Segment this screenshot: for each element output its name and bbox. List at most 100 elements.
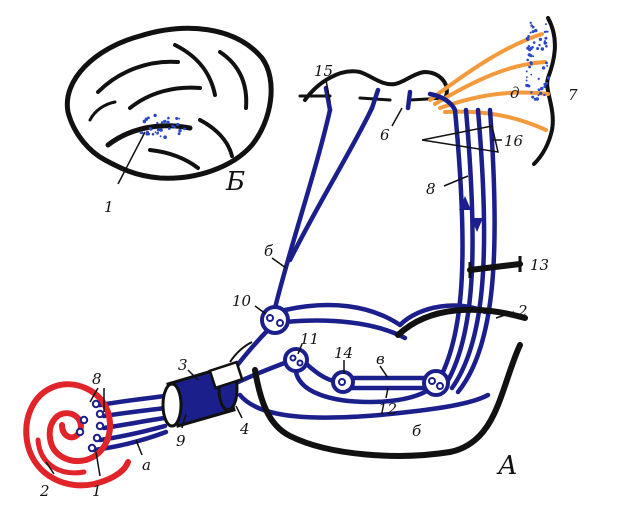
cortex-segment-dot (531, 46, 534, 49)
cortex-segment-dot (526, 58, 529, 62)
cortex-segment-dot (543, 93, 546, 97)
cortex-dot (154, 131, 157, 134)
label-13: 13 (530, 256, 549, 274)
lemniscus-left (272, 107, 333, 311)
ganglion-cell (92, 433, 102, 443)
cortex-segment-dot (543, 85, 547, 88)
brain-gyrus-6 (148, 148, 200, 170)
cortex-segment-dot (531, 95, 535, 99)
leader-6 (391, 107, 403, 127)
cortex-segment-dot (544, 23, 547, 26)
cortex-dot (151, 132, 155, 136)
leader-8-right (443, 175, 469, 187)
leader-b-left (271, 257, 287, 269)
upper-arc (282, 302, 488, 328)
cortex-dot (175, 117, 179, 120)
top-structure-outline (303, 69, 449, 102)
cortex-segment-dot (543, 40, 547, 43)
path-11-lower (293, 369, 435, 405)
orange-fiber-2 (433, 60, 547, 106)
cortex-segment-dot (545, 81, 549, 85)
label-b-bottom: б (412, 422, 422, 440)
cortex-segment-dot (537, 94, 540, 97)
brain-gyrus-7 (88, 100, 117, 122)
arrow-down (471, 218, 483, 232)
cortex-segment-dot (545, 30, 548, 33)
cortex-segment-dot (544, 36, 548, 40)
cortex-dot (153, 113, 157, 118)
cortex-segment-dot (525, 79, 528, 82)
leader-9 (181, 413, 187, 429)
cortex-dot (164, 136, 167, 139)
cortex-segment-dot (527, 84, 531, 88)
cortex-segment-dot (528, 53, 531, 57)
ganglion-cell (95, 409, 105, 419)
leader-lines (45, 79, 515, 477)
brainstem-upper-outline (395, 306, 528, 338)
ascending-fiber-1 (437, 107, 465, 381)
label-16: 16 (504, 132, 524, 150)
cortex-dot (178, 129, 182, 133)
nerve-fiber-1 (97, 393, 168, 408)
cortex-segment-dot (527, 45, 531, 48)
cochlea-spiral (23, 381, 131, 489)
cortex-segment-dot (526, 76, 528, 79)
cortex-segment-dot (539, 91, 543, 95)
thin-connector (229, 341, 253, 363)
nerve-fiber-2 (101, 405, 168, 419)
label-4: 4 (239, 420, 250, 438)
cortex-dot (183, 127, 186, 131)
cortex-dot (171, 124, 174, 128)
cortex-dot (147, 132, 150, 136)
leader-4 (235, 405, 243, 419)
label-14: 14 (334, 344, 353, 362)
cortex-segment-dot (543, 30, 547, 34)
cortex-segment-dot (530, 73, 533, 76)
nucleus-14 (331, 370, 355, 394)
top-fiber-15 (323, 85, 333, 113)
brain-outline (64, 25, 274, 181)
brain-gyrus-3 (173, 43, 217, 97)
ascending-fiber-2 (443, 107, 475, 387)
leader-16 (421, 125, 499, 153)
cortex-segment-dots (525, 21, 551, 101)
leader-1 (95, 451, 101, 477)
cortex-segment-dot (545, 61, 548, 65)
cortex-dot (176, 122, 180, 127)
ganglion-cell (79, 415, 89, 425)
leader-11 (297, 343, 303, 355)
ganglion-cell (75, 427, 85, 437)
orange-fiber-3 (438, 90, 550, 110)
label-9: 9 (176, 432, 186, 450)
label-d: д (510, 84, 520, 102)
top-fiber-a (369, 87, 381, 111)
cortex-dot (163, 119, 167, 123)
nucleus-cells (266, 314, 444, 390)
cortex-segment-dot (530, 24, 533, 27)
cortex-segment-dot (529, 21, 532, 24)
cortex-dot (166, 120, 170, 125)
cochlea-spiral-inner (35, 437, 87, 476)
cortex-segment-dot (528, 65, 531, 69)
label-6: 6 (380, 126, 390, 144)
cortex-segment-dot (546, 76, 551, 80)
cylinder-front-face (161, 382, 183, 428)
top-fiber-c (427, 91, 458, 113)
ganglion-cell (87, 443, 97, 453)
cortex-dot (141, 131, 144, 135)
cortex-segment-dot (534, 28, 538, 33)
cell (338, 378, 346, 386)
cell (289, 354, 297, 362)
label-10: 10 (232, 292, 252, 310)
leader-a (135, 439, 143, 456)
brain-figure (64, 25, 274, 181)
cortex-segment-dot (529, 31, 532, 34)
cylinder-band (208, 360, 244, 390)
cortex-dot (156, 128, 160, 132)
lower-path-b (237, 392, 491, 420)
label-1: 1 (92, 482, 102, 500)
ganglion-cell (95, 421, 105, 431)
cortex-segment-dot (546, 64, 549, 67)
cortex-dot (177, 132, 181, 136)
